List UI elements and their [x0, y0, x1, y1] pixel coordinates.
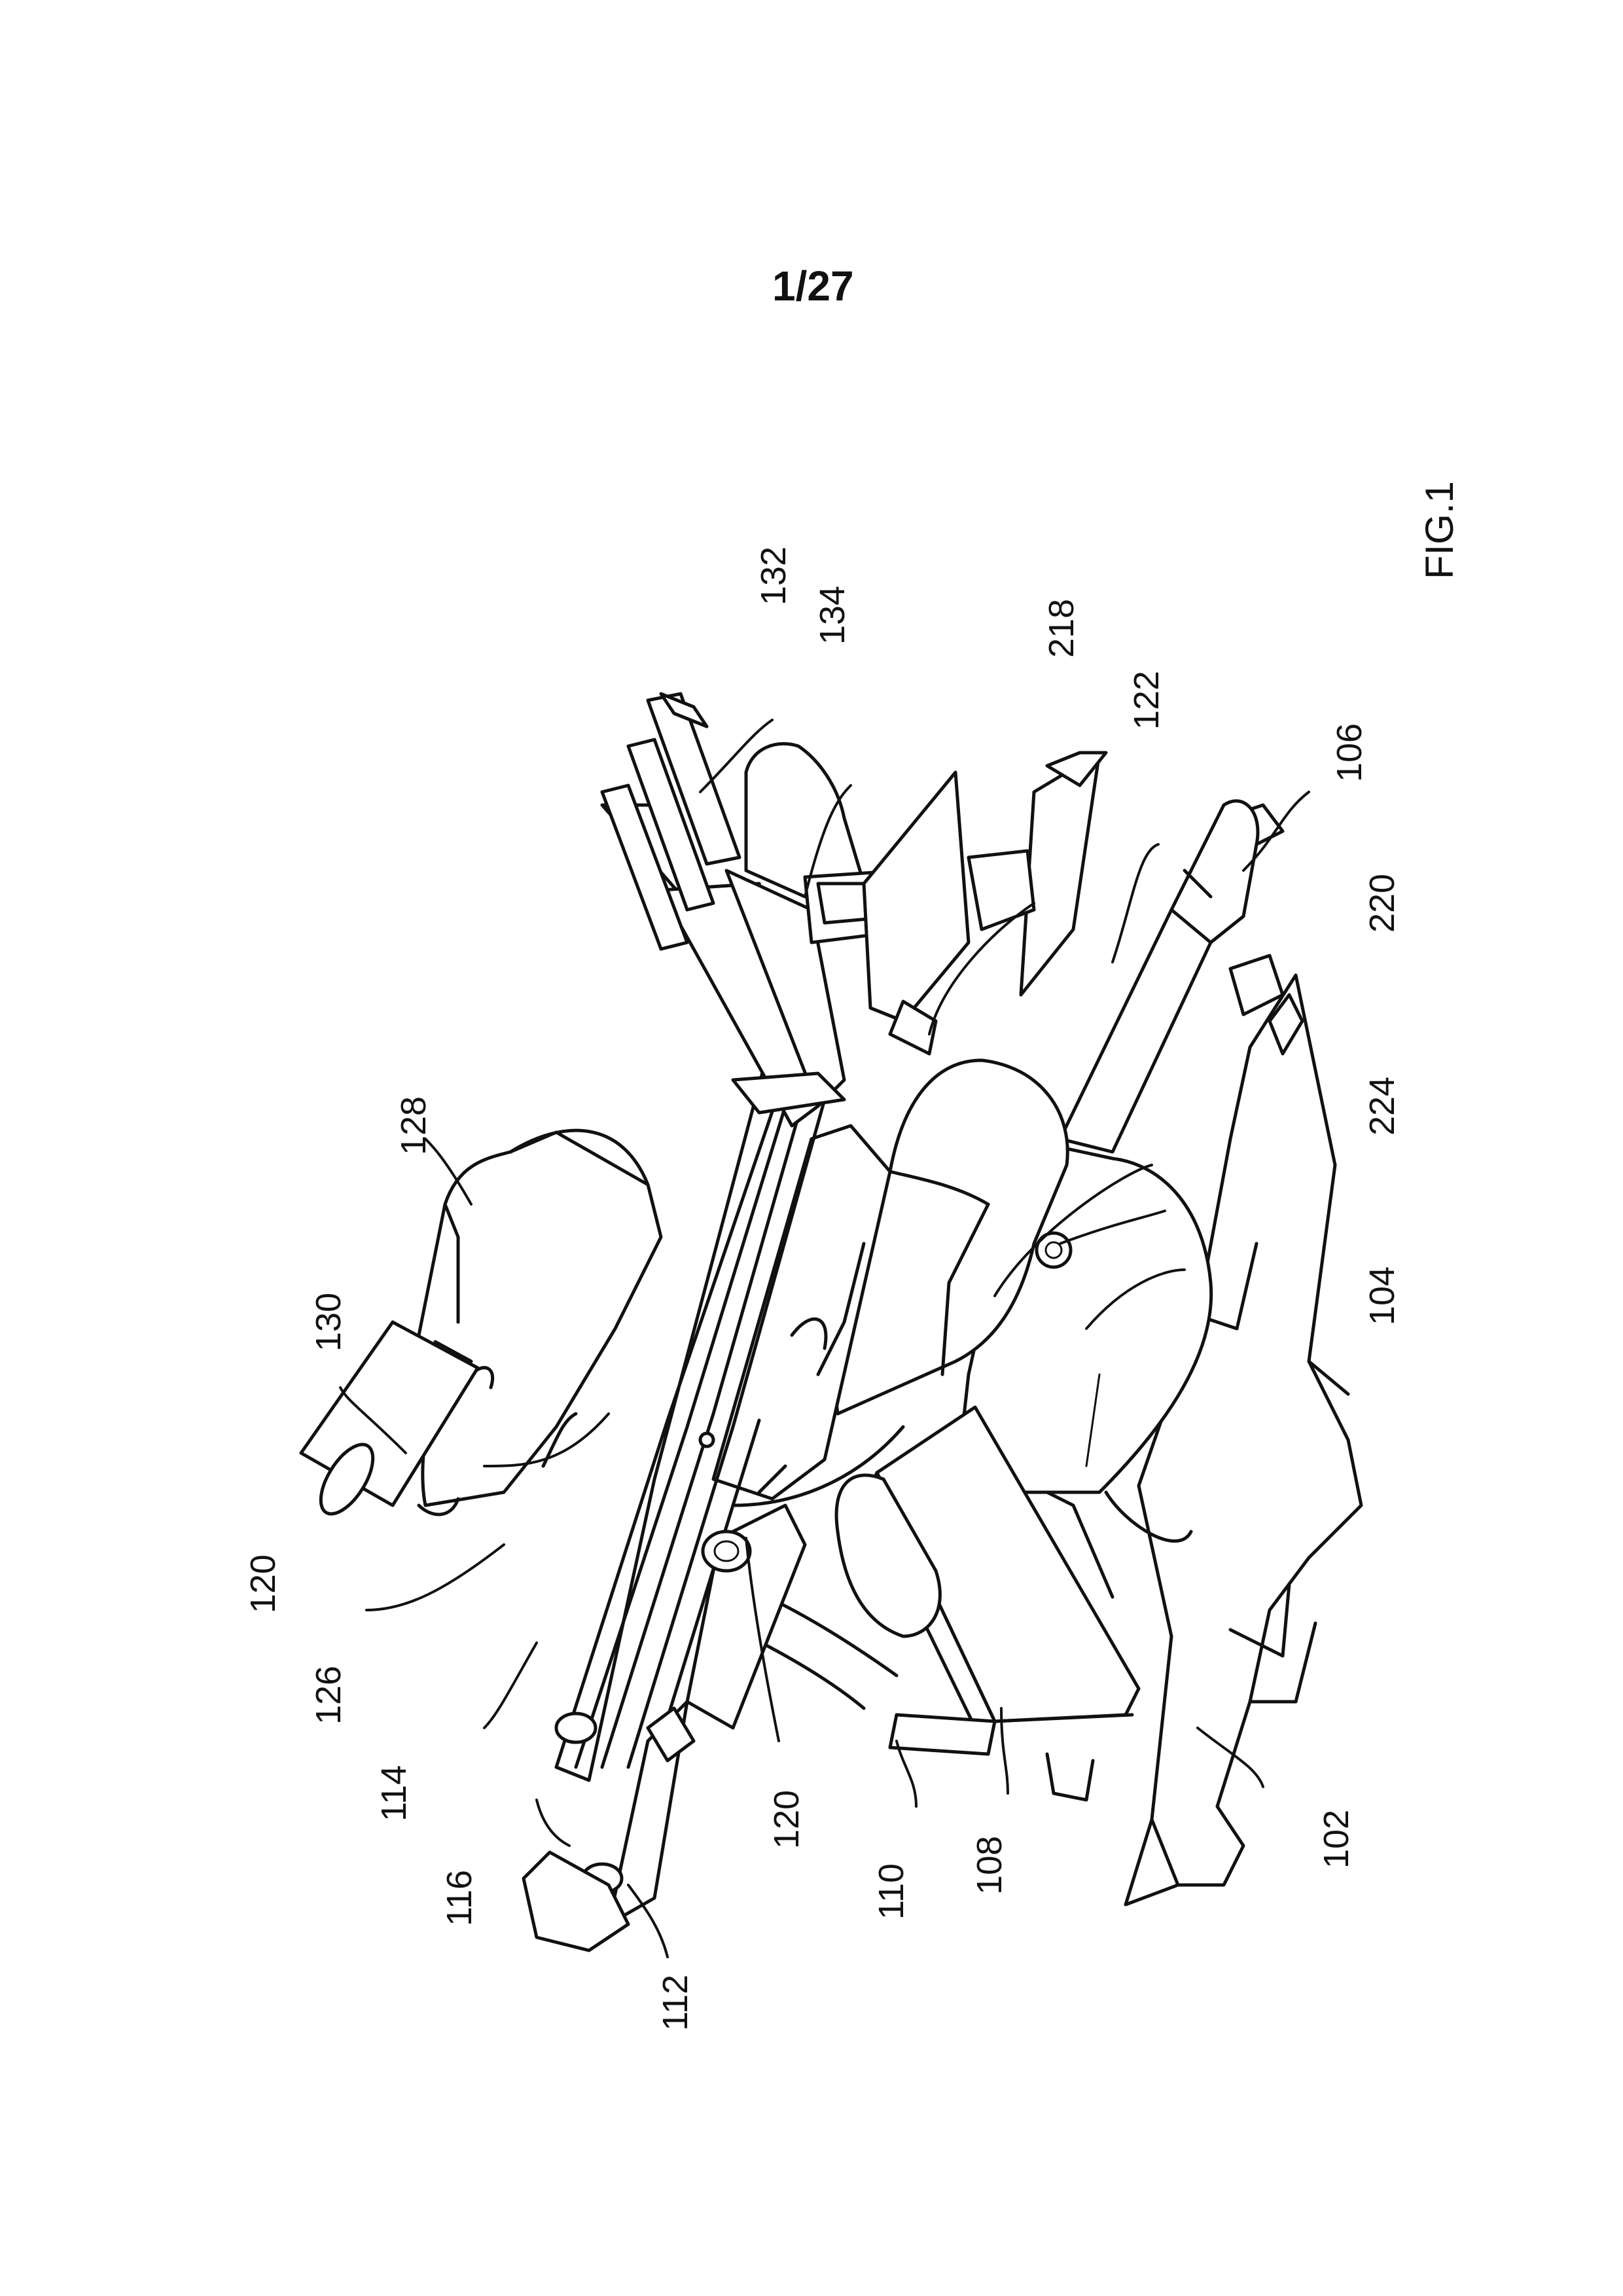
extension-arm — [1060, 801, 1258, 1152]
pivot-arm — [524, 1433, 805, 1950]
ref-122: 122 — [1127, 671, 1166, 730]
ref-130: 130 — [309, 1293, 348, 1352]
ref-126: 126 — [309, 1666, 348, 1725]
ref-112: 112 — [656, 1975, 695, 2031]
ref-106: 106 — [1330, 723, 1369, 782]
ref-110: 110 — [872, 1863, 911, 1920]
ref-116: 116 — [440, 1870, 479, 1926]
ref-120-lower: 120 — [767, 1790, 806, 1849]
ref-218: 218 — [1042, 599, 1081, 658]
figure-label: FIG.1 — [1418, 481, 1461, 579]
ref-134: 134 — [813, 586, 852, 645]
upper-guard — [419, 1130, 661, 1515]
ref-102: 102 — [1317, 1810, 1356, 1869]
ref-114: 114 — [374, 1765, 414, 1821]
base-table — [1126, 975, 1361, 1905]
ref-224: 224 — [1363, 1077, 1402, 1136]
ref-108: 108 — [970, 1836, 1009, 1895]
ref-132: 132 — [754, 547, 793, 605]
ref-128: 128 — [394, 1096, 433, 1155]
ref-120-upper: 120 — [243, 1554, 283, 1613]
ref-220: 220 — [1363, 874, 1402, 933]
ref-104: 104 — [1363, 1266, 1402, 1325]
